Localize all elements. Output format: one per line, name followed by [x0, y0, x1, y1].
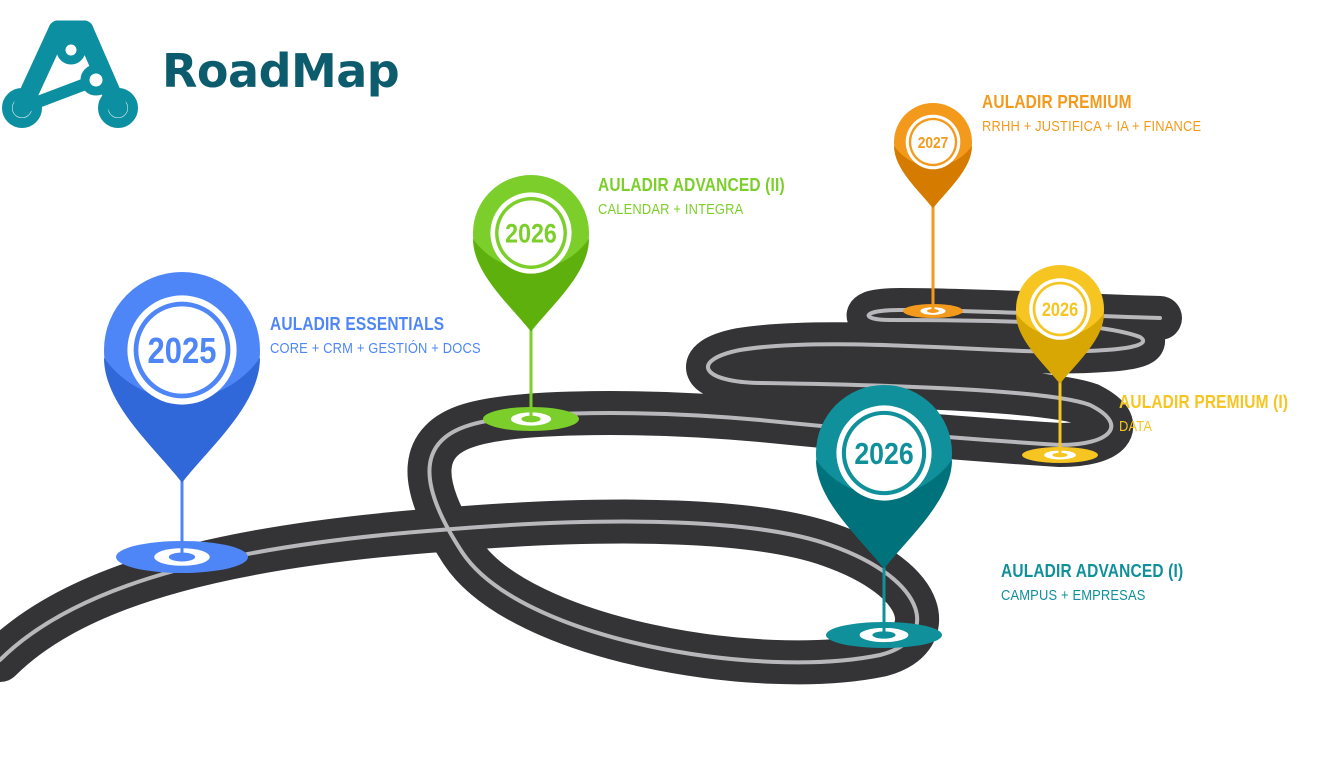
pin-stem: [529, 291, 533, 419]
pin-face: [911, 120, 955, 164]
milestone-modules: CALENDAR + INTEGRA: [598, 201, 744, 218]
pin-marker-shade: [1016, 313, 1104, 384]
pin-stem: [931, 181, 935, 311]
pin-face: [138, 306, 226, 394]
milestone-modules: CORE + CRM + GESTIÓN + DOCS: [270, 340, 481, 357]
milestone-pin-5: 2027: [894, 103, 972, 318]
milestone-label-1: AULADIR ESSENTIALS CORE + CRM + GESTIÓN +…: [270, 315, 515, 356]
milestone-label-2: AULADIR ADVANCED (II) CALENDAR + INTEGRA: [598, 176, 815, 217]
milestone-title: AULADIR ADVANCED (I): [1001, 561, 1184, 581]
roadmap-logo-icon: [2, 20, 138, 128]
milestone-modules: RRHH + JUSTIFICA + IA + FINANCE: [982, 118, 1202, 135]
milestone-pin-4: 2026: [1016, 265, 1104, 463]
milestone-title: AULADIR PREMIUM: [982, 92, 1132, 112]
milestone-title: AULADIR PREMIUM (I): [1119, 392, 1289, 412]
milestone-pin-2: 2026: [473, 175, 589, 431]
milestone-title: AULADIR ADVANCED (II): [598, 175, 785, 195]
milestone-pin-3: 2026: [816, 385, 952, 648]
pin-year: 2026: [1042, 299, 1078, 320]
pin-marker-shade: [104, 357, 260, 483]
pin-stem: [882, 521, 886, 635]
pin-year: 2026: [854, 437, 913, 471]
pin-face: [498, 200, 564, 266]
pin-year: 2026: [505, 219, 557, 249]
milestone-label-3: AULADIR ADVANCED (I) CAMPUS + EMPRESAS: [1001, 562, 1213, 603]
brand-title: RoadMap: [162, 44, 400, 98]
milestone-title: AULADIR ESSENTIALS: [270, 314, 445, 334]
road: [0, 288, 1182, 685]
pin-face: [845, 414, 923, 492]
pin-year: 2025: [148, 332, 217, 372]
pin-face: [1035, 284, 1085, 334]
milestone-modules: CAMPUS + EMPRESAS: [1001, 587, 1146, 604]
milestone-pin-1: 2025: [104, 272, 260, 573]
pin-stem: [180, 428, 184, 557]
pin-year: 2027: [918, 134, 949, 152]
pin-marker-shade: [473, 238, 589, 332]
milestone-label-4: AULADIR PREMIUM (I) DATA: [1119, 393, 1316, 434]
milestone-modules: DATA: [1119, 418, 1153, 435]
pin-stem: [1058, 353, 1062, 455]
pin-marker-shade: [894, 145, 972, 209]
pin-marker-shade: [816, 459, 952, 569]
milestone-label-5: AULADIR PREMIUM RRHH + JUSTIFICA + IA + F…: [982, 93, 1237, 134]
